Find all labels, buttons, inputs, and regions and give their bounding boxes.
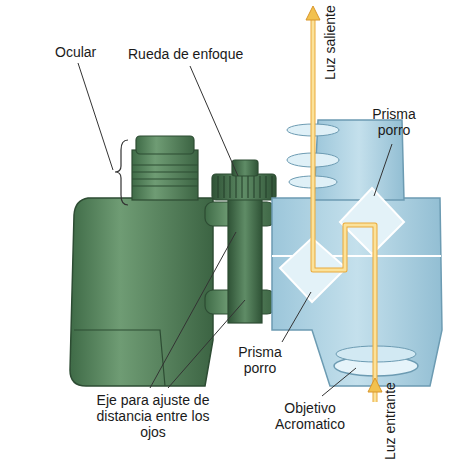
- porro-prism-top: [340, 188, 404, 254]
- focus-cap: [232, 160, 258, 176]
- left-eyecup: [136, 136, 194, 154]
- light-label: Luz saliente: [322, 5, 338, 80]
- part-label: Prisma porro: [366, 106, 422, 138]
- part-label: Prisma porro: [232, 344, 288, 376]
- light-arrow-in: [368, 378, 382, 392]
- focus-wheel-ridges: [218, 176, 272, 198]
- eyepiece-rings: [132, 165, 198, 186]
- part-label: Eje para ajuste de distancia entre los o…: [96, 392, 210, 440]
- ocular-bracket: [115, 140, 128, 205]
- focus-wheel: [212, 174, 276, 200]
- leader-lines: [78, 63, 392, 396]
- left-housing: [70, 198, 213, 386]
- part-label: Rueda de enfoque: [128, 46, 243, 62]
- part-label: Objetivo Acromatico: [262, 400, 358, 432]
- part-label: Ocular: [55, 44, 96, 60]
- light-label: Luz entrante: [382, 382, 398, 460]
- left-objective-edge: [74, 330, 165, 386]
- center-axis: [228, 195, 262, 323]
- light-arrow-out: [306, 6, 320, 20]
- left-eyepiece: [132, 150, 198, 200]
